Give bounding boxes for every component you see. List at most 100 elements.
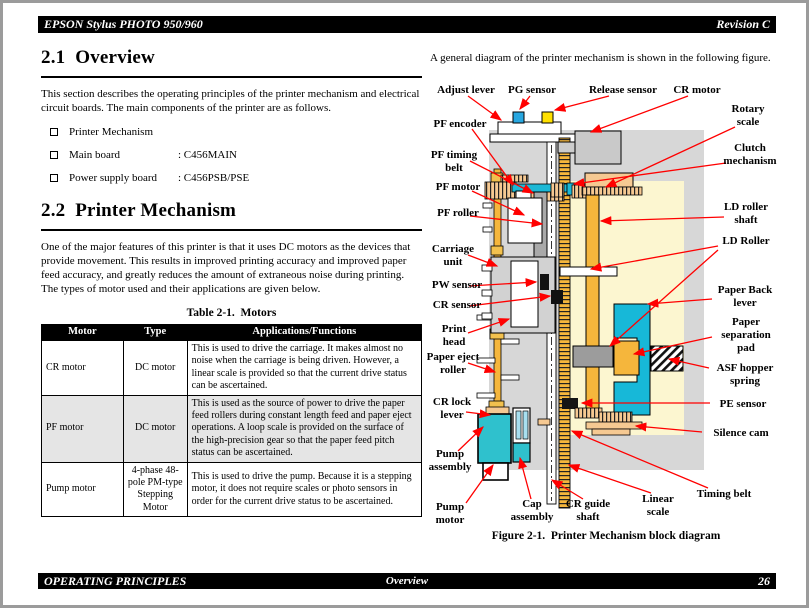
cell-desc: This is used to drive the pump. Because … (186, 461, 423, 518)
list-item: Printer Mechanism (41, 126, 422, 138)
callout-arrow (550, 479, 584, 500)
diagram-label: Paper eject (427, 351, 480, 363)
diagram-label: scale (737, 116, 760, 128)
component-checklist: Printer Mechanism Main board : C456MAIN … (41, 126, 422, 184)
section-2-2-title: 2.2 Printer Mechanism (41, 200, 237, 221)
callout-arrow (572, 162, 727, 188)
callout-arrow (589, 95, 689, 133)
callout-arrow (553, 95, 610, 112)
adjust-lever-assembly (489, 111, 584, 143)
footer-left: OPERATING PRINCIPLES (44, 573, 187, 588)
item-label: Printer Mechanism (69, 126, 154, 138)
col-header-type: Type (122, 324, 188, 341)
callout-arrow (471, 190, 526, 216)
diagram-label: Print (442, 323, 467, 335)
callout-arrow (467, 318, 511, 334)
callout-arrow (667, 356, 710, 369)
diagram-label: lever (733, 297, 756, 309)
ld-roller-shaft (585, 194, 600, 410)
callout-arrow (518, 456, 532, 500)
section-2-2-heading: 2.2 Printer Mechanism (41, 200, 422, 231)
paper-back-lever (613, 303, 651, 416)
diagram-label: CR sensor (433, 299, 482, 311)
page-header: EPSON Stylus PHOTO 950/960 Revision C (38, 16, 776, 33)
diagram-label: pad (737, 342, 755, 354)
print-head (510, 260, 539, 328)
printer-mechanism-diagram: Adjust lever PG sensor Release sensor CR mo… (427, 84, 777, 526)
figure-caption: Figure 2-1. Printer Mechanism block diag… (491, 530, 721, 542)
diagram-label: PF motor (436, 181, 481, 193)
diagram-label: CR guide (566, 498, 610, 510)
cell-motor: CR motor (41, 340, 124, 396)
footer-center: Overview (385, 575, 429, 587)
section-2-1-heading: 2.1 Overview (41, 47, 422, 78)
callout-arrow (467, 362, 497, 374)
callout-arrow (646, 298, 713, 308)
table-header-row: Motor Type Applications/Functions (41, 324, 423, 341)
section-2-1-body: This section describes the operating pri… (41, 88, 420, 114)
cr-lock-lever (485, 406, 510, 415)
diagram-label: assembly (511, 511, 554, 523)
table-row: CR motor DC motor This is used to drive … (41, 340, 423, 396)
silence-cam (574, 407, 603, 419)
diagram-label: PG sensor (508, 84, 556, 96)
ld-roller (559, 266, 618, 277)
carriage-unit (481, 256, 563, 334)
cell-type: DC motor (122, 394, 188, 463)
diagram-label: PF timing (431, 149, 478, 161)
callout-labels: Adjust lever PG sensor Release sensor CR mo… (427, 84, 777, 526)
diagram-label: PE sensor (720, 398, 767, 410)
callout-arrow (471, 128, 514, 187)
diagram-label: roller (440, 364, 466, 376)
checkbox-icon (50, 128, 58, 136)
list-item: Power supply board : C456PSB/PSE (41, 172, 422, 184)
pe-sensor (562, 398, 578, 409)
callout-arrow (467, 254, 499, 267)
callout-arrow (469, 160, 535, 194)
diagram-label: CR lock (433, 396, 472, 408)
timing-belt (558, 137, 571, 509)
callout-arrow (609, 249, 719, 347)
diagram-label: Adjust lever (437, 84, 495, 96)
col-header-motor: Motor (41, 324, 124, 341)
diagram-label: shaft (734, 214, 758, 226)
cell-type: 4-phase 48-pole PM-type Stepping Motor (122, 461, 188, 518)
diagram-label: Release sensor (589, 84, 657, 96)
item-label: Main board (69, 149, 121, 161)
callout-arrow (599, 216, 725, 226)
pg-sensor (512, 111, 525, 124)
diagram-label: CR motor (673, 84, 720, 96)
paper-separation-pad (613, 340, 640, 376)
diagram-label: Paper (732, 316, 760, 328)
footer-page-number: 26 (758, 573, 770, 588)
callout-arrow (570, 430, 709, 489)
checkbox-icon (50, 151, 58, 159)
table-row: Pump motor 4-phase 48-pole PM-type Stepp… (41, 461, 423, 518)
cap-assembly (512, 442, 531, 463)
callout-arrow (469, 215, 544, 228)
diagram-label: spring (730, 375, 760, 387)
diagram-label: Linear (642, 493, 674, 505)
diagram-label: Paper Back (718, 284, 773, 296)
callout-arrow (457, 426, 484, 452)
release-sensor (541, 111, 554, 124)
diagram-label: PW sensor (432, 279, 482, 291)
cell-motor: PF motor (41, 394, 124, 463)
callout-arrow (634, 422, 703, 433)
left-column: 2.1 Overview This section describes the … (41, 47, 423, 518)
header-revision: Revision C (716, 17, 770, 31)
callout-arrow (465, 409, 492, 419)
pw-sensor (540, 274, 549, 290)
pump-motor (482, 462, 509, 481)
diagram-label: unit (444, 256, 463, 268)
cell-desc: This is used as the source of power to d… (186, 394, 423, 463)
table-caption: Table 2-1. Motors (186, 307, 277, 319)
diagram-label: PF roller (437, 207, 479, 219)
diagram-label: separation (721, 329, 771, 341)
diagram-label: Carriage (432, 243, 474, 255)
cell-type: DC motor (122, 340, 188, 396)
diagram-label: lever (440, 409, 463, 421)
list-item: Main board : C456MAIN (41, 149, 422, 161)
diagram-label: ASF hopper (717, 362, 774, 374)
